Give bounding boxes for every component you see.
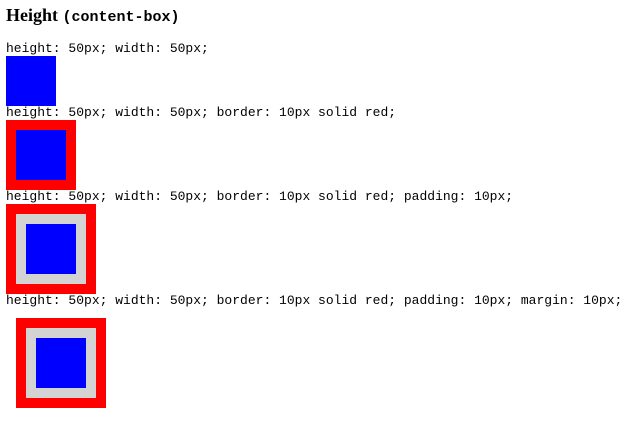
example-label-4: height: 50px; width: 50px; border: 10px … [6,293,623,308]
example-label-1: height: 50px; width: 50px; [6,41,209,56]
example-box-border-padding [6,204,96,294]
example-label-3: height: 50px; width: 50px; border: 10px … [6,189,514,204]
example-box-border-padding-margin [16,318,106,408]
example-box-content [36,338,86,388]
example-box-plain [6,56,56,106]
title-text: Height [6,5,58,25]
example-box-border [6,120,76,190]
example-label-2: height: 50px; width: 50px; border: 10px … [6,105,397,120]
page-title: Height (content-box) [6,5,635,26]
title-code: (content-box) [62,9,180,26]
example-box-content [26,224,76,274]
page: Height (content-box) height: 50px; width… [0,6,641,408]
